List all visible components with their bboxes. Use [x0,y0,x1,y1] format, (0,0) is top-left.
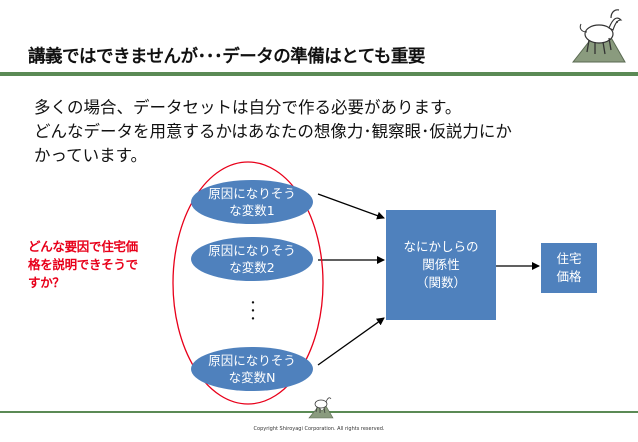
arrow-cause-1 [317,193,385,220]
cause-variable-1: 原因になりそう な変数1 [191,180,313,224]
copyright-text: Copyright Shiroyagi Corporation. All rig… [253,426,385,432]
cause-n-line-1: 原因になりそう [208,353,296,368]
result-line-2: 価格 [556,269,582,284]
slide-title: 講義ではできませんが･･･データの準備はとても重要 [28,47,425,67]
body-text: 多くの場合、データセットは自分で作る必要があります。 どんなデータを用意するかは… [34,96,614,168]
result-line-1: 住宅 [556,251,582,266]
cause-2-line-2: な変数2 [229,260,275,275]
vertical-ellipsis: ･ ･ ･ [249,296,257,328]
function-line-2: 関係性 [422,257,460,272]
goat-footer-icon [308,397,334,419]
body-line-2: どんなデータを用意するかはあなたの想像力･観察眼･仮説力にか [34,122,512,141]
arrow-cause-n [317,317,385,366]
highlight-ellipse [172,161,324,405]
function-line-1: なにかしらの [403,239,479,254]
function-box: なにかしらの 関係性 （関数） [386,210,496,320]
question-line-3: すか？ [28,275,65,290]
cause-variable-n: 原因になりそう な変数N [191,347,313,391]
function-line-3: （関数） [415,275,466,290]
cause-1-line-1: 原因になりそう [208,186,296,201]
result-box: 住宅 価格 [541,243,597,293]
question-line-2: 格を説明できそうで [28,257,138,272]
cause-1-line-2: な変数1 [229,203,275,218]
question-text: どんな要因で住宅価 格を説明できそうで すか？ [28,238,168,292]
question-line-1: どんな要因で住宅価 [28,239,138,254]
goat-logo-icon [571,9,626,63]
cause-variable-2: 原因になりそう な変数2 [191,237,313,281]
body-line-1: 多くの場合、データセットは自分で作る必要があります。 [34,98,462,117]
title-underline [0,72,638,76]
cause-n-line-2: な変数N [228,370,276,385]
body-line-3: かっています。 [34,146,148,165]
cause-2-line-1: 原因になりそう [208,243,296,258]
